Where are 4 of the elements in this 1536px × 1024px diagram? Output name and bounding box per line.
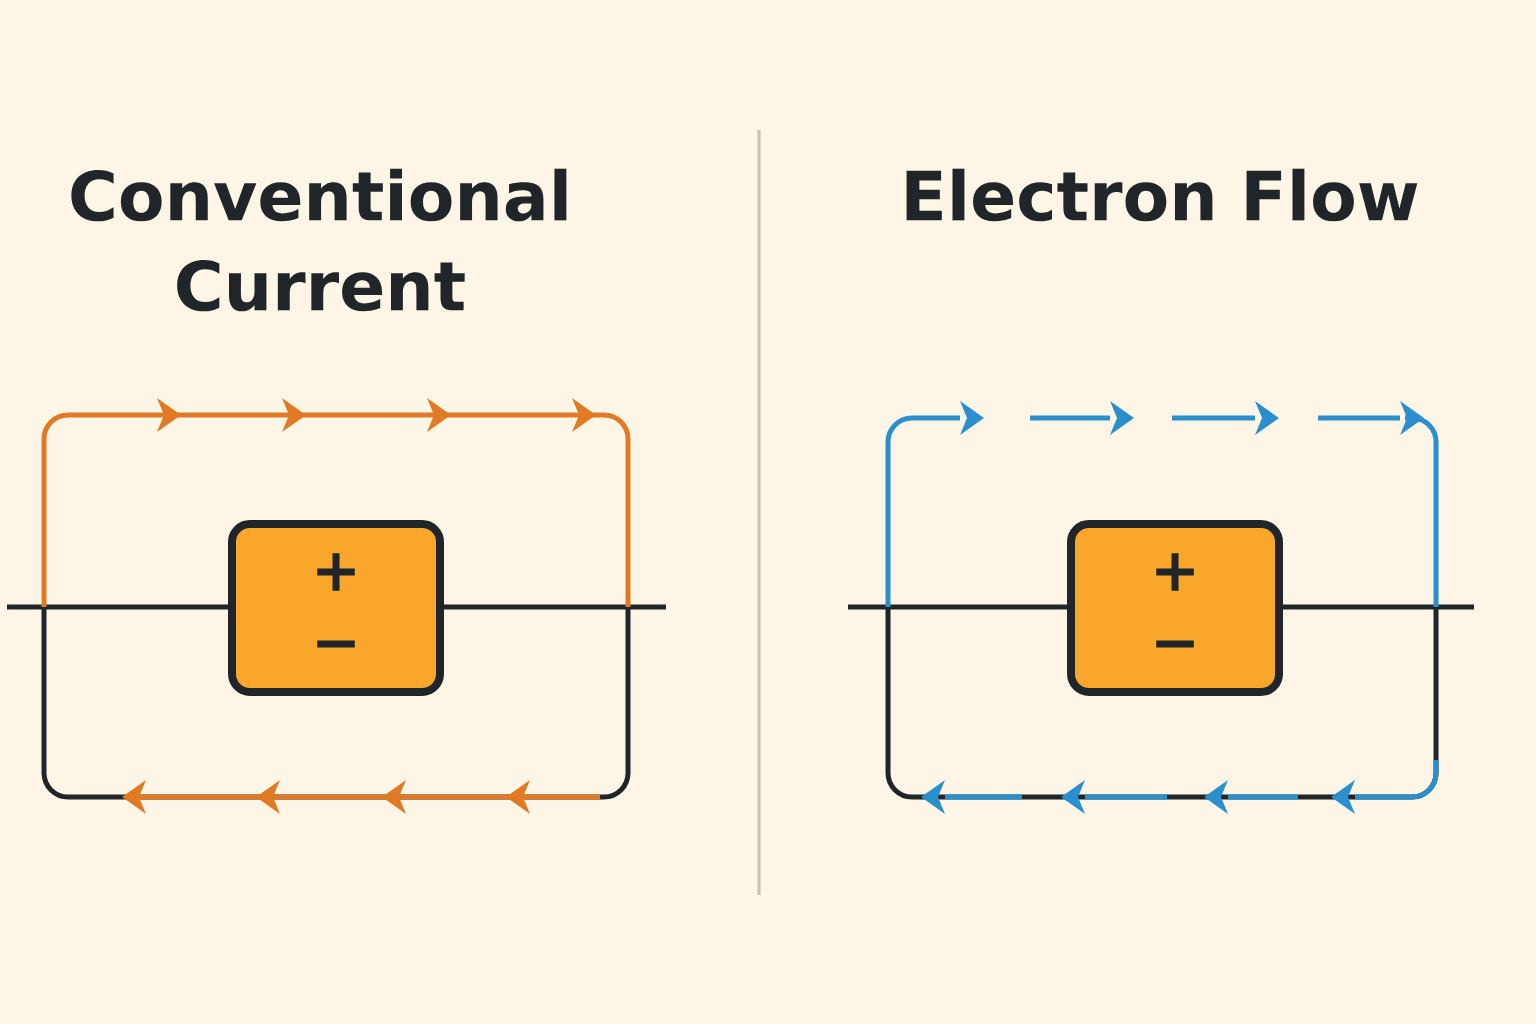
battery-box: + − [228,520,444,696]
heading: Electron Flow [906,168,1418,222]
battery-box: + − [1067,520,1283,696]
heading: Conventional Current [71,168,567,312]
